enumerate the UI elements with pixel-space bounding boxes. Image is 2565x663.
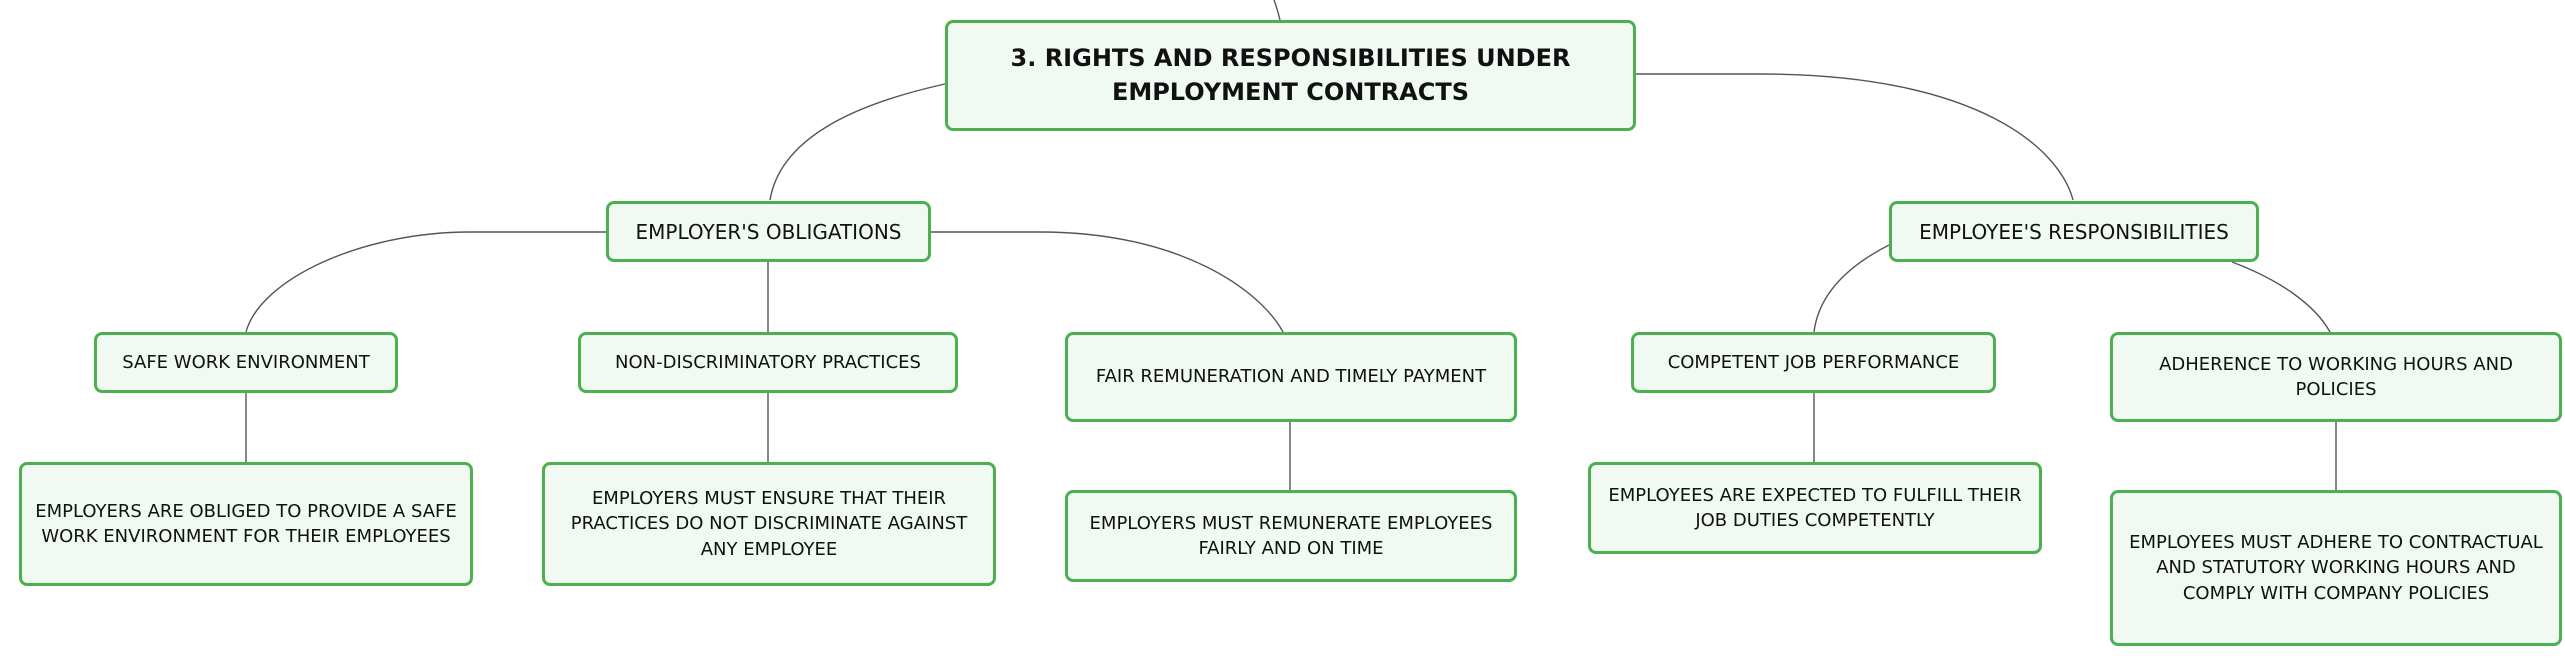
topic-node-fair-remuneration[interactable]: FAIR REMUNERATION AND TIMELY PAYMENT [1065,332,1517,422]
link-root-employer [769,83,946,201]
topic-node-competent-job-performance[interactable]: COMPETENT JOB PERFORMANCE [1631,332,1996,393]
branch-node-label: EMPLOYER'S OBLIGATIONS [635,219,902,244]
link-employee-adherence [2231,261,2331,333]
root-node[interactable]: 3. RIGHTS AND RESPONSIBILITIES UNDER EMP… [945,20,1636,131]
detail-node-text: EMPLOYEES MUST ADHERE TO CONTRACTUAL AND… [2129,532,2543,604]
detail-node-text: EMPLOYERS MUST ENSURE THAT THEIR PRACTIC… [570,488,968,560]
topic-node-label: ADHERENCE TO WORKING HOURS AND POLICIES [2159,353,2513,400]
root-node-label: 3. RIGHTS AND RESPONSIBILITIES UNDER EMP… [1010,43,1571,106]
detail-node-competent-job-performance[interactable]: EMPLOYEES ARE EXPECTED TO FULFILL THEIR … [1588,462,2042,554]
topic-node-label: COMPETENT JOB PERFORMANCE [1667,351,1960,373]
topic-node-safe-work-environment[interactable]: SAFE WORK ENVIRONMENT [94,332,398,393]
branch-node-employer-obligations[interactable]: EMPLOYER'S OBLIGATIONS [606,201,931,262]
detail-node-text: EMPLOYEES ARE EXPECTED TO FULFILL THEIR … [1608,484,2022,531]
topic-node-adherence-working-hours[interactable]: ADHERENCE TO WORKING HOURS AND POLICIES [2110,332,2562,422]
detail-node-safe-work-environment[interactable]: EMPLOYERS ARE OBLIGED TO PROVIDE A SAFE … [19,462,473,586]
link-to-parent-offscreen [1273,0,1281,21]
topic-node-label: NON-DISCRIMINATORY PRACTICES [615,351,921,373]
link-employer-fair [931,231,1284,333]
topic-node-non-discriminatory-practices[interactable]: NON-DISCRIMINATORY PRACTICES [578,332,958,393]
link-employer-safe [245,231,606,333]
link-root-employee [1636,73,2074,201]
link-employee-competent [1813,244,1890,333]
detail-node-fair-remuneration[interactable]: EMPLOYERS MUST REMUNERATE EMPLOYEES FAIR… [1065,490,1517,582]
topic-node-label: SAFE WORK ENVIRONMENT [122,351,370,373]
branch-node-employee-responsibilities[interactable]: EMPLOYEE'S RESPONSIBILITIES [1889,201,2259,262]
detail-node-non-discriminatory-practices[interactable]: EMPLOYERS MUST ENSURE THAT THEIR PRACTIC… [542,462,996,586]
topic-node-label: FAIR REMUNERATION AND TIMELY PAYMENT [1095,366,1487,388]
detail-node-text: EMPLOYERS ARE OBLIGED TO PROVIDE A SAFE … [35,500,457,547]
detail-node-adherence-working-hours[interactable]: EMPLOYEES MUST ADHERE TO CONTRACTUAL AND… [2110,490,2562,646]
detail-node-text: EMPLOYERS MUST REMUNERATE EMPLOYEES FAIR… [1089,512,1493,559]
branch-node-label: EMPLOYEE'S RESPONSIBILITIES [1919,219,2229,244]
